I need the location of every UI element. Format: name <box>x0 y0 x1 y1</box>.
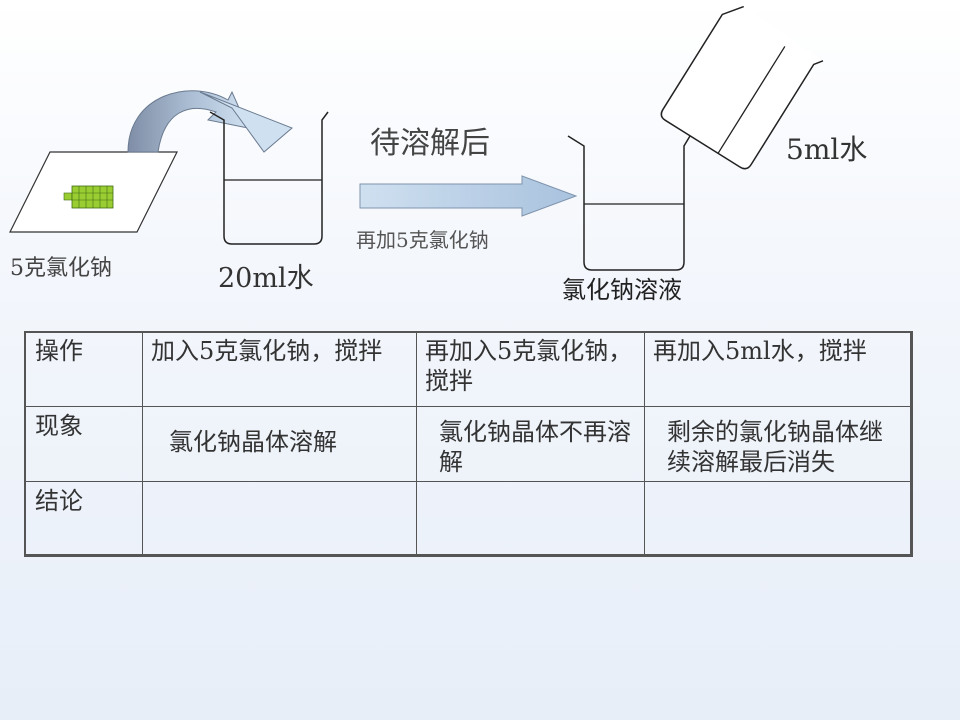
experiment-illustration <box>9 5 824 271</box>
salt-amount-label: 5克氯化钠 <box>10 256 112 281</box>
row-header-conclusion: 结论 <box>24 481 143 557</box>
wait-dissolve-label: 待溶解后 <box>370 126 490 161</box>
paper-with-salt-icon <box>9 151 178 233</box>
table-cell <box>644 481 913 557</box>
beaker-20ml-icon <box>209 111 329 245</box>
row-header-operation: 操作 <box>24 331 143 407</box>
table-cell: 氯化钠晶体溶解 <box>142 406 417 482</box>
table-cell <box>142 481 417 557</box>
table-row: 现象 氯化钠晶体溶解 氯化钠晶体不再溶解 剩余的氯化钠晶体继续溶解最后消失 <box>24 406 913 482</box>
table-row: 操作 加入5克氯化钠，搅拌 再加入5克氯化钠，搅拌 再加入5ml水，搅拌 <box>24 331 913 407</box>
water-20ml-label: 20ml水 <box>218 263 314 294</box>
water-5ml-label: 5ml水 <box>786 133 868 166</box>
table-cell: 加入5克氯化钠，搅拌 <box>142 331 417 407</box>
table-cell: 再加入5ml水，搅拌 <box>644 331 913 407</box>
curved-transfer-arrow-icon <box>127 90 293 153</box>
table-cell: 剩余的氯化钠晶体继续溶解最后消失 <box>644 406 913 482</box>
salt-crystal-grid-icon <box>63 185 114 209</box>
right-arrow-icon <box>359 175 578 217</box>
table-cell <box>416 481 645 557</box>
solution-label: 氯化钠溶液 <box>562 276 682 304</box>
table-cell: 再加入5克氯化钠，搅拌 <box>416 331 645 407</box>
beaker-solution-icon <box>567 135 691 271</box>
row-header-phenomenon: 现象 <box>24 406 143 482</box>
add-salt-label: 再加5克氯化钠 <box>356 228 489 252</box>
pouring-cup-icon <box>660 5 824 170</box>
table-cell: 氯化钠晶体不再溶解 <box>416 406 645 482</box>
table-row: 结论 <box>24 481 913 557</box>
experiment-table: 操作 加入5克氯化钠，搅拌 再加入5克氯化钠，搅拌 再加入5ml水，搅拌 现象 … <box>24 331 913 557</box>
